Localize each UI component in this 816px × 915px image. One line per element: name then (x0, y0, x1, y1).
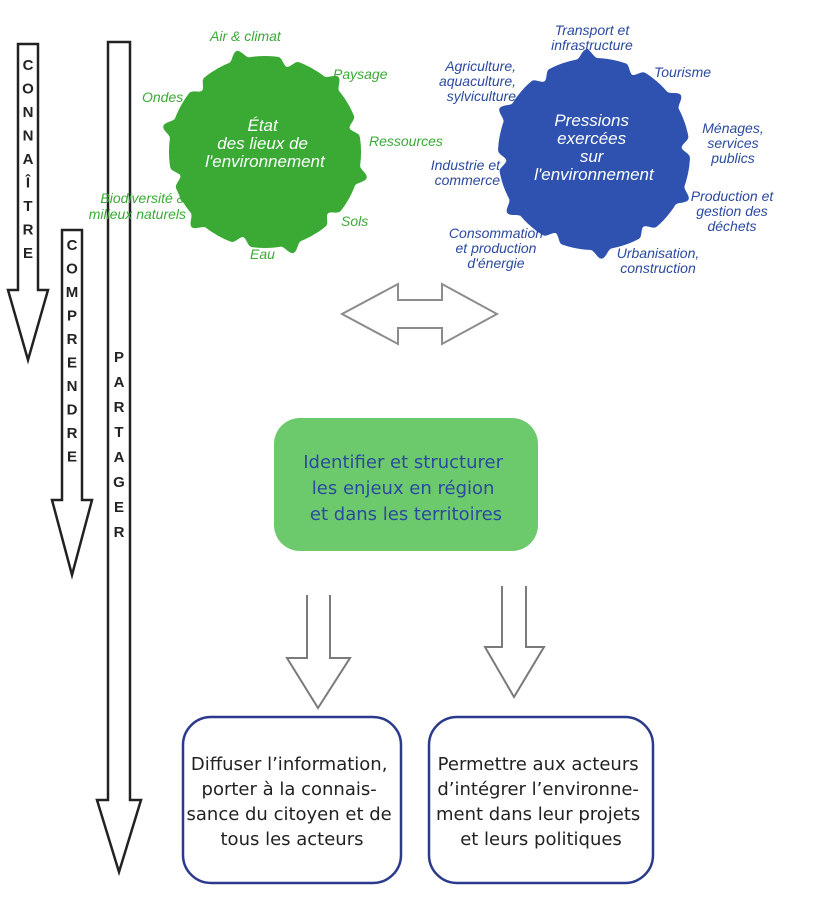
etat-circle-title: État des lieux de l'environnement (205, 116, 326, 171)
etat-title-line-2: des lieux de (217, 134, 308, 153)
comprendre-letter-9: R (67, 425, 78, 442)
pressions-title-line-4: l'environnement (534, 165, 655, 184)
partager-letter-7: E (114, 499, 124, 516)
partager-letter-4: T (114, 424, 123, 441)
label-production-2: gestion des (696, 203, 768, 219)
label-industrie-2: commerce (435, 172, 501, 188)
center-line-2: les enjeux en région (312, 478, 495, 499)
comprendre-letter-8: D (67, 402, 78, 419)
comprendre-letter-6: E (67, 355, 77, 372)
etat-circle-shape (163, 50, 367, 254)
label-transport-1: Transport et (555, 22, 631, 38)
pressions-title-line-3: sur (580, 147, 605, 166)
comprendre-letter-5: R (67, 331, 78, 348)
connaitre-letter-6: Î (25, 174, 31, 192)
label-industrie-1: Industrie et (431, 157, 501, 173)
etat-title-line-1: État (248, 116, 280, 135)
double-arrow (339, 282, 500, 378)
down-arrow-left (285, 575, 352, 710)
etat-circle: État des lieux de l'environnement Air & … (89, 28, 443, 262)
bottom-left-box-shape (181, 715, 403, 885)
bottom-right-line-4: et leurs politiques (460, 829, 622, 850)
bottom-left-line-1: Diffuser l’information, (191, 754, 388, 775)
comprendre-letter-10: E (67, 449, 77, 466)
bottom-right-line-2: d’intégrer l’environne- (437, 779, 639, 800)
label-sols: Sols (341, 213, 368, 229)
center-line-3: et dans les territoires (310, 504, 502, 525)
connaitre-letter-8: R (23, 222, 34, 239)
connaitre-letter-4: N (23, 128, 34, 145)
comprendre-letter-2: O (66, 261, 78, 278)
label-menages-1: Ménages, (702, 120, 763, 136)
label-air-climat: Air & climat (209, 28, 282, 44)
label-paysage: Paysage (333, 66, 388, 82)
partager-letter-5: A (114, 449, 125, 466)
label-urbanisation-2: construction (620, 260, 696, 276)
pressions-circle-shape (498, 49, 690, 259)
comprendre-letter-7: N (67, 378, 78, 395)
center-box: Identifier et structurer les enjeux en r… (274, 418, 538, 551)
label-agriculture-1: Agriculture, (444, 58, 516, 74)
pressions-title-line-2: exercées (557, 129, 626, 148)
bottom-right-line-3: ment dans leur projets (436, 804, 640, 825)
connaitre-letter-5: A (23, 151, 34, 168)
pressions-circle-title: Pressions exercées sur l'environnement (534, 111, 655, 184)
label-consommation-2: et production (456, 240, 537, 256)
bottom-left-line-3: sance du citoyen et de (187, 804, 392, 825)
partager-letter-6: G (113, 474, 125, 491)
label-consommation-3: d'énergie (467, 255, 524, 271)
down-arrow-right (483, 570, 546, 699)
bottom-left-box: Diffuser l’information, porter à la conn… (181, 715, 403, 885)
connaitre-letter-7: T (23, 198, 32, 215)
bottom-right-text: Permettre aux acteurs d’intégrer l’envir… (436, 754, 646, 850)
label-consommation-1: Consommation (449, 225, 543, 241)
label-biodiversite-2: milieux naturels (89, 206, 186, 222)
label-ressources: Ressources (369, 133, 443, 149)
center-box-shape (274, 418, 538, 551)
comprendre-letter-4: P (67, 308, 77, 325)
pressions-title-line-1: Pressions (554, 111, 629, 130)
bottom-left-line-4: tous les acteurs (221, 829, 364, 850)
connaitre-letter-3: N (23, 104, 34, 121)
label-menages-3: publics (710, 150, 755, 166)
partager-letter-3: R (114, 399, 125, 416)
label-urbanisation-1: Urbanisation, (617, 245, 700, 261)
etat-title-line-3: l'environnement (205, 152, 326, 171)
label-transport-2: infrastructure (551, 37, 633, 53)
connaitre-letter-9: E (23, 245, 33, 262)
center-line-1: Identifier et structurer (303, 452, 503, 473)
label-agriculture-2: aquaculture, (439, 73, 516, 89)
bottom-left-text: Diffuser l’information, porter à la conn… (187, 754, 398, 850)
partager-letter-1: P (114, 349, 124, 366)
connaitre-letter-1: C (23, 57, 34, 74)
label-ondes: Ondes (142, 89, 183, 105)
connaitre-letter-2: O (22, 81, 34, 98)
bottom-right-box-shape (427, 715, 655, 885)
label-production-1: Production et (691, 188, 775, 204)
bottom-right-line-1: Permettre aux acteurs (438, 754, 639, 775)
label-menages-2: services (707, 135, 758, 151)
label-tourisme: Tourisme (654, 64, 711, 80)
center-box-text: Identifier et structurer les enjeux en r… (303, 452, 508, 525)
label-biodiversite-1: Biodiversité & (100, 190, 186, 206)
comprendre-letter-1: C (67, 237, 78, 254)
label-eau: Eau (250, 246, 275, 262)
comprendre-letter-3: M (66, 284, 79, 301)
partager-letter-8: R (114, 524, 125, 541)
bottom-left-line-2: porter à la connais- (202, 779, 377, 800)
bottom-right-box: Permettre aux acteurs d’intégrer l’envir… (427, 715, 655, 885)
label-agriculture-3: sylviculture (447, 88, 516, 104)
label-production-3: déchets (707, 218, 756, 234)
pressions-circle: Pressions exercées sur l'environnement T… (431, 22, 775, 276)
partager-letter-2: A (114, 374, 125, 391)
